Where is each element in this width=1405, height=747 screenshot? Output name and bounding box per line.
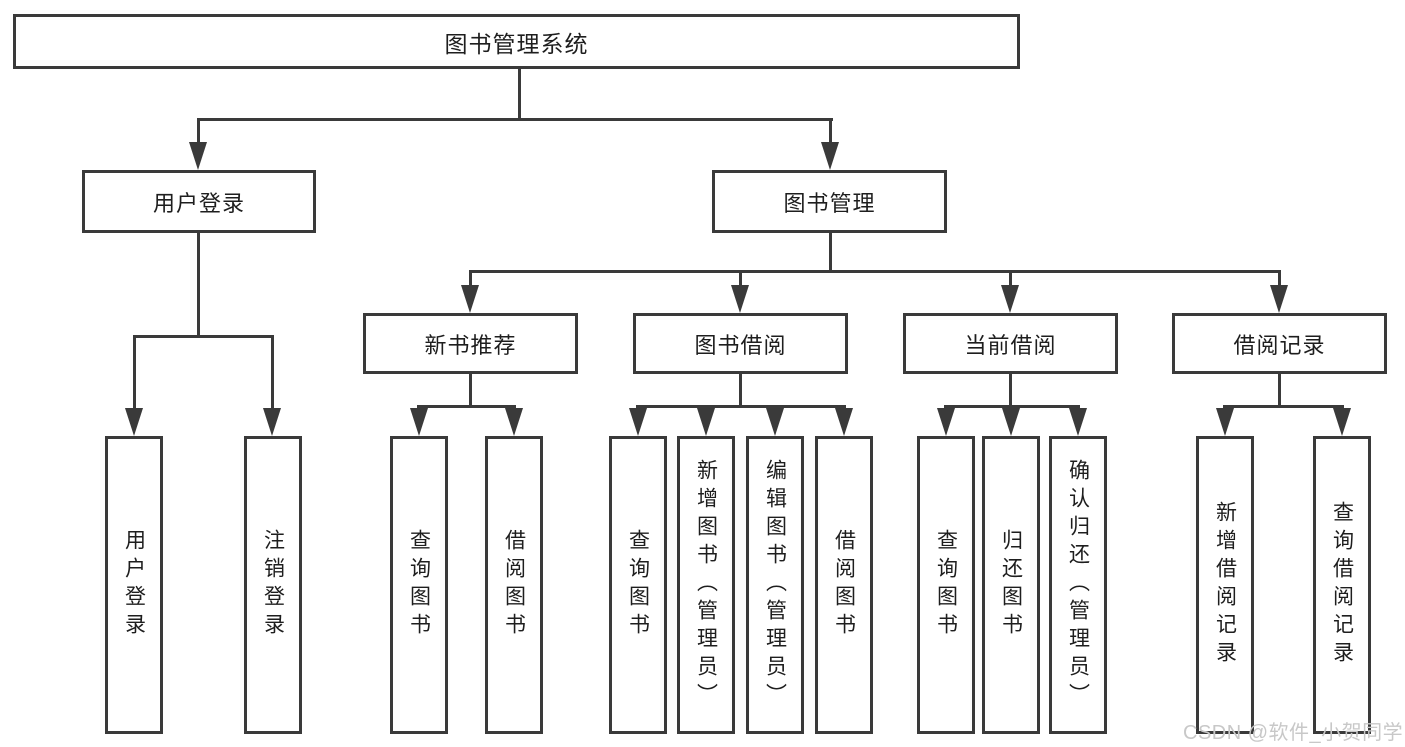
arrowhead-down-icon: [410, 408, 428, 436]
leaf-confirm-return-admin: 确认归还（管理员）: [1049, 436, 1107, 734]
leaf-add-books-admin: 新增图书（管理员）: [677, 436, 735, 734]
connector-line: [739, 270, 742, 288]
connector-line: [1278, 270, 1281, 288]
connector-line: [829, 233, 832, 270]
node-book-management-label: 图书管理: [783, 190, 876, 216]
connector-line: [133, 335, 136, 413]
arrowhead-down-icon: [125, 408, 143, 436]
arrowhead-down-icon: [937, 408, 955, 436]
node-root: 图书管理系统: [13, 14, 1020, 69]
node-current-borrowing: 当前借阅: [903, 313, 1118, 374]
node-current-borrowing-label: 当前借阅: [964, 332, 1057, 358]
arrowhead-down-icon: [1216, 408, 1234, 436]
leaf-user-login: 用户登录: [105, 436, 163, 734]
connector-line: [636, 405, 846, 408]
leaf-query-books-borrowing-label: 查询图书: [626, 529, 650, 641]
connector-line: [1009, 374, 1012, 405]
arrowhead-down-icon: [821, 142, 839, 170]
node-book-borrowing: 图书借阅: [633, 313, 848, 374]
connector-line: [271, 335, 274, 413]
connector-line: [197, 233, 200, 335]
leaf-query-books-current: 查询图书: [917, 436, 975, 734]
arrowhead-down-icon: [1270, 285, 1288, 313]
arrowhead-down-icon: [1069, 408, 1087, 436]
leaf-query-books-recommend-label: 查询图书: [407, 529, 431, 641]
connector-line: [469, 374, 472, 405]
connector-line: [739, 374, 742, 405]
leaf-query-books-borrowing: 查询图书: [609, 436, 667, 734]
node-borrowing-records-label: 借阅记录: [1233, 332, 1326, 358]
leaf-edit-books-admin-label: 编辑图书（管理员）: [763, 459, 787, 711]
connector-line: [1278, 374, 1281, 405]
leaf-add-borrow-record: 新增借阅记录: [1196, 436, 1254, 734]
connector-line: [417, 405, 516, 408]
node-root-label: 图书管理系统: [444, 30, 589, 57]
node-user-login-label: 用户登录: [152, 190, 245, 216]
leaf-logout: 注销登录: [244, 436, 302, 734]
arrowhead-down-icon: [629, 408, 647, 436]
leaf-query-borrow-record: 查询借阅记录: [1313, 436, 1371, 734]
leaf-borrow-books-recommend: 借阅图书: [485, 436, 543, 734]
connector-line: [518, 68, 521, 118]
node-book-management: 图书管理: [712, 170, 947, 233]
arrowhead-down-icon: [505, 408, 523, 436]
leaf-return-books-label: 归还图书: [999, 529, 1023, 641]
node-user-login: 用户登录: [82, 170, 316, 233]
arrowhead-down-icon: [835, 408, 853, 436]
leaf-return-books: 归还图书: [982, 436, 1040, 734]
connector-line: [469, 270, 472, 288]
connector-line: [197, 118, 833, 121]
connector-line: [197, 118, 200, 148]
csdn-watermark: CSDN @软件_小贺同学: [1183, 722, 1404, 744]
leaf-query-borrow-record-label: 查询借阅记录: [1330, 501, 1354, 669]
leaf-borrow-books: 借阅图书: [815, 436, 873, 734]
connector-line: [1009, 270, 1012, 288]
arrowhead-down-icon: [1333, 408, 1351, 436]
connector-line: [829, 118, 832, 148]
arrowhead-down-icon: [731, 285, 749, 313]
connector-line: [469, 270, 1281, 273]
node-borrowing-records: 借阅记录: [1172, 313, 1387, 374]
arrowhead-down-icon: [263, 408, 281, 436]
leaf-borrow-books-label: 借阅图书: [832, 529, 856, 641]
arrowhead-down-icon: [461, 285, 479, 313]
leaf-borrow-books-recommend-label: 借阅图书: [502, 529, 526, 641]
connector-line: [133, 335, 274, 338]
arrowhead-down-icon: [1002, 408, 1020, 436]
leaf-edit-books-admin: 编辑图书（管理员）: [746, 436, 804, 734]
node-new-book-recommend: 新书推荐: [363, 313, 578, 374]
node-new-book-recommend-label: 新书推荐: [424, 332, 517, 358]
leaf-logout-label: 注销登录: [261, 529, 285, 641]
arrowhead-down-icon: [697, 408, 715, 436]
leaf-query-books-current-label: 查询图书: [934, 529, 958, 641]
leaf-query-books-recommend: 查询图书: [390, 436, 448, 734]
leaf-add-books-admin-label: 新增图书（管理员）: [694, 459, 718, 711]
arrowhead-down-icon: [766, 408, 784, 436]
arrowhead-down-icon: [189, 142, 207, 170]
leaf-add-borrow-record-label: 新增借阅记录: [1213, 501, 1237, 669]
leaf-user-login-label: 用户登录: [122, 529, 146, 641]
connector-line: [1223, 405, 1344, 408]
leaf-confirm-return-admin-label: 确认归还（管理员）: [1066, 459, 1090, 711]
node-book-borrowing-label: 图书借阅: [694, 332, 787, 358]
arrowhead-down-icon: [1001, 285, 1019, 313]
